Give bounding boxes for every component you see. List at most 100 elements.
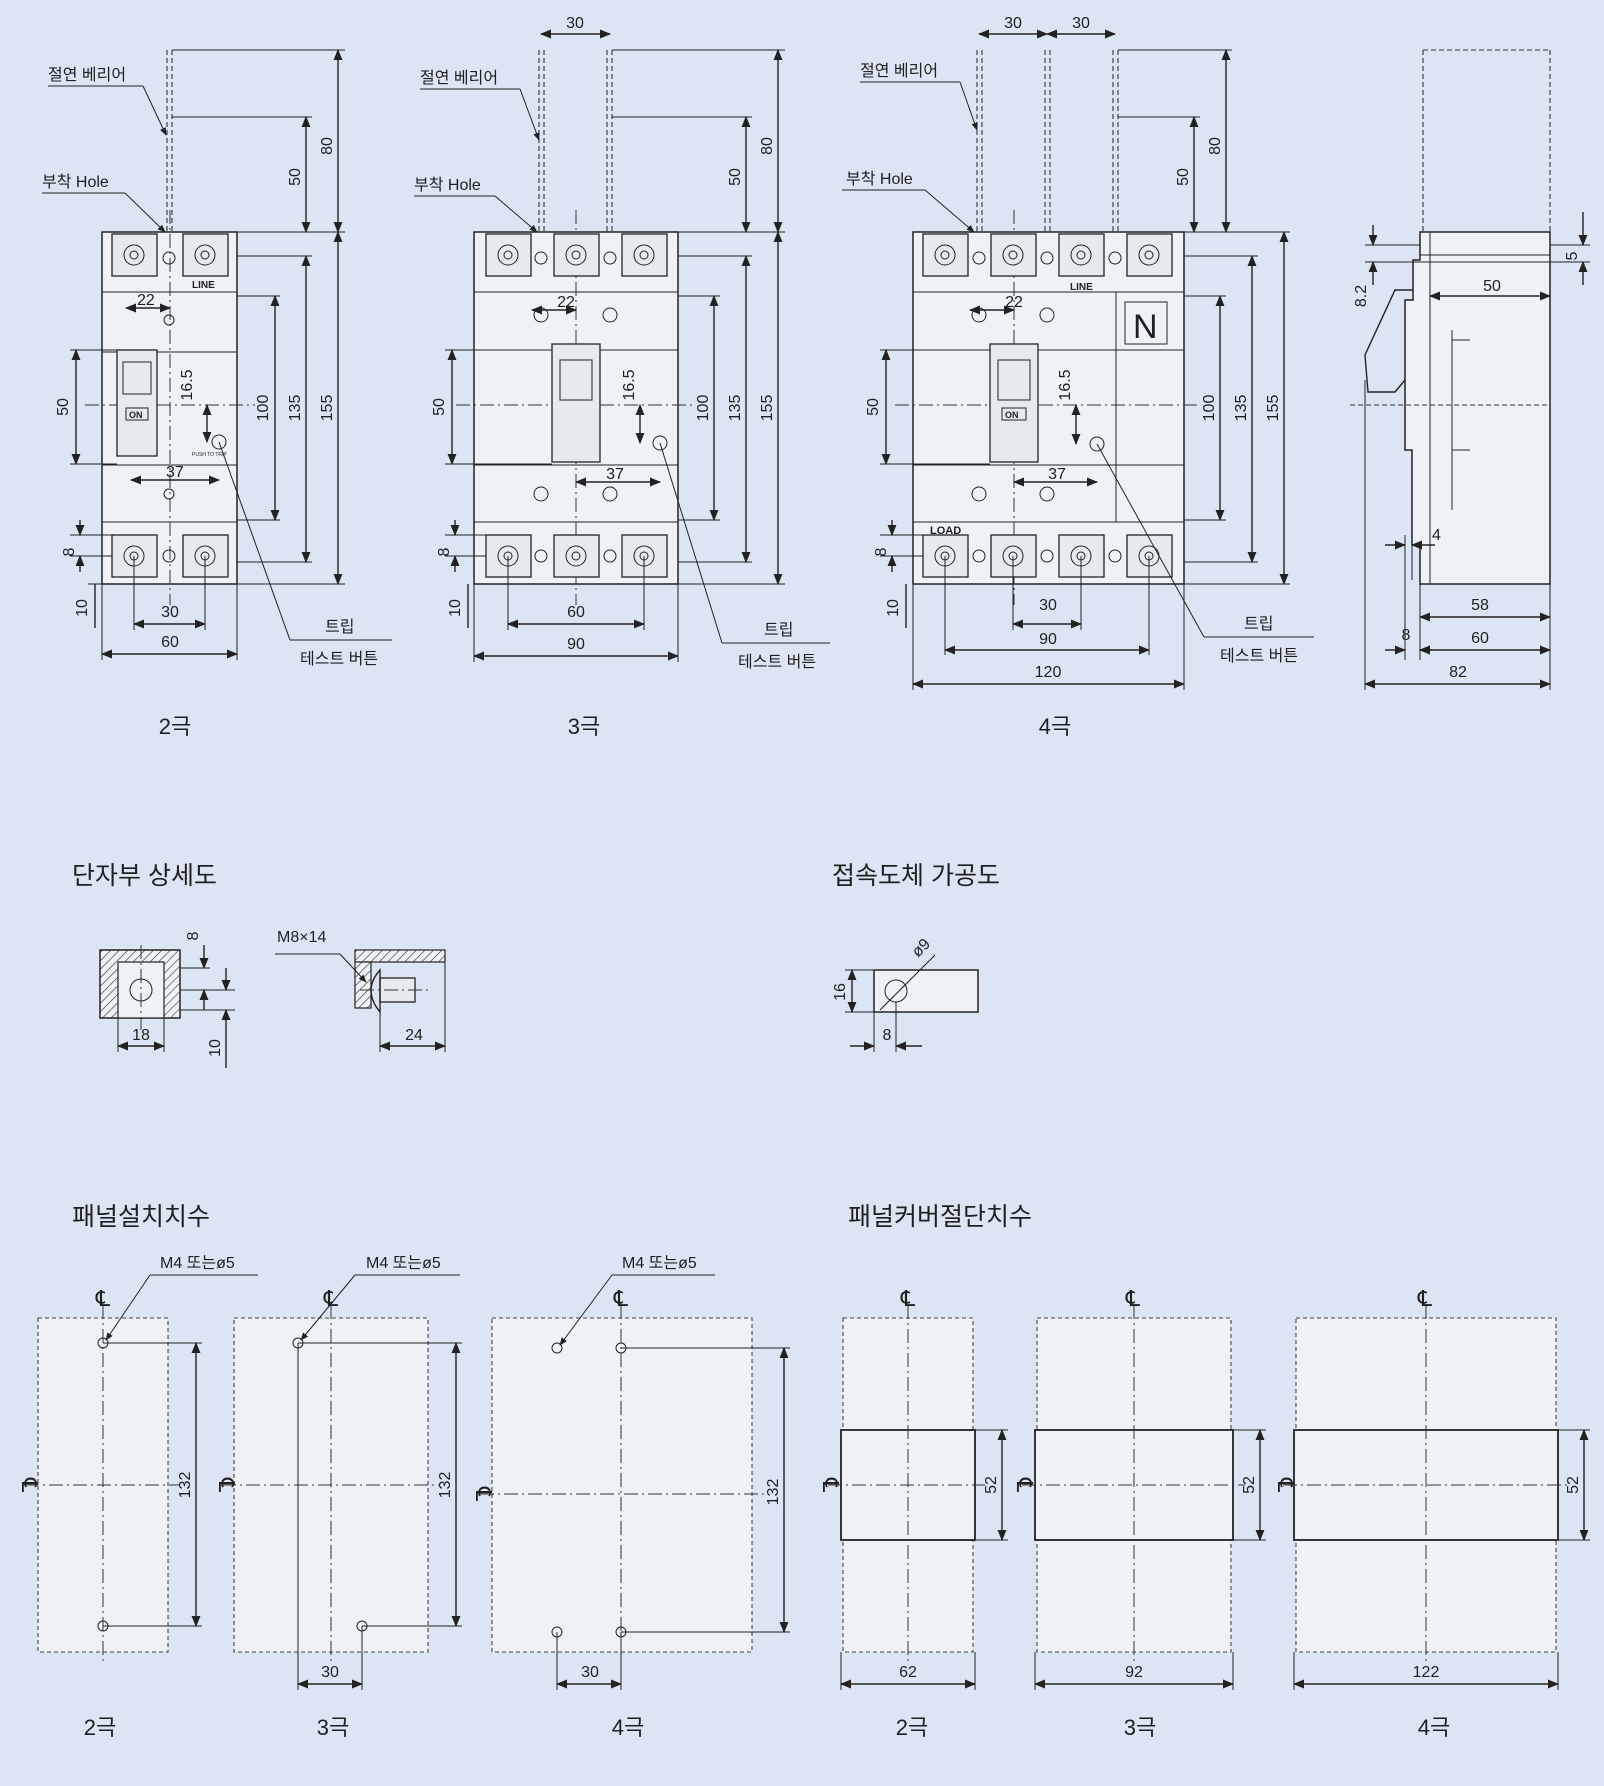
line-terminal-row (922, 233, 1173, 277)
n-label: N (1133, 308, 1158, 346)
centerline-symbol: ℄ (95, 1286, 111, 1311)
top-view-3-pole: 30 50 80 100 135 155 22 16.5 37 50 8 (414, 15, 830, 739)
barrier-label: 절연 베리어 (48, 66, 126, 84)
dim-80: 80 (319, 137, 336, 155)
breaker-side-body (1404, 231, 1551, 585)
centerline-symbol: ℄ (1273, 1477, 1298, 1493)
caption-3-pole: 3극 (568, 714, 600, 739)
trip-test-button[interactable] (652, 435, 668, 451)
breaker-body (912, 231, 1185, 585)
caption-4-pole: 4극 (1039, 714, 1071, 739)
centerline-symbol: ℄ (818, 1477, 843, 1493)
dim-24: 24 (405, 1027, 423, 1044)
centerline-symbol: ℄ (1417, 1286, 1433, 1311)
barrier-label: 절연 베리어 (420, 69, 498, 87)
dim-8: 8 (185, 931, 202, 940)
dim-135: 135 (727, 395, 744, 422)
panel-mount-title: 패널설치치수 (72, 1203, 210, 1231)
dim-30-top-b: 30 (1072, 15, 1090, 32)
side-view: 8.2 5 50 4 58 8 60 82 (1350, 49, 1590, 690)
dim-100: 100 (1201, 395, 1218, 422)
caption-2-pole: 2극 (159, 714, 191, 739)
dim-30: 30 (321, 1664, 339, 1681)
dim-60: 60 (567, 604, 585, 621)
dim-90: 90 (1039, 631, 1057, 648)
hole-label: 부착 Hole (846, 170, 913, 188)
dim-10: 10 (207, 1039, 224, 1057)
dim-135: 135 (287, 395, 304, 422)
centerline-symbol: ℄ (323, 1286, 339, 1311)
panel-cutout: 패널커버절단치수 52 62 ℄ ℄ 2극 52 92 ℄ ℄ 3극 (818, 1203, 1590, 1740)
dim-50-left: 50 (865, 398, 882, 416)
dim-22: 22 (137, 292, 155, 309)
caption-3-pole: 3극 (1124, 1715, 1156, 1740)
centerline-symbol: ℄ (900, 1286, 916, 1311)
dim-60: 60 (1471, 630, 1489, 647)
dim-120: 120 (1035, 664, 1062, 681)
dim-58: 58 (1471, 597, 1489, 614)
dim-8: 8 (1402, 627, 1411, 644)
dim-50: 50 (727, 168, 744, 186)
handle-frame (989, 343, 1039, 463)
dim-132: 132 (437, 1472, 454, 1499)
load-terminal-row (485, 534, 668, 578)
barrier-label: 절연 베리어 (860, 62, 938, 80)
trip-test-button[interactable] (211, 434, 227, 450)
dim-4: 4 (1432, 527, 1441, 544)
handle-frame (551, 343, 601, 463)
dim-50-left: 50 (431, 398, 448, 416)
dim-22: 22 (1005, 294, 1023, 311)
centerline-symbol: ℄ (17, 1477, 42, 1493)
dim-132: 132 (177, 1472, 194, 1499)
line-label: LINE (192, 280, 215, 291)
dim-37: 37 (1048, 466, 1066, 483)
dim-155: 155 (1265, 395, 1282, 422)
dim-5: 5 (1564, 251, 1581, 260)
caption-4-pole: 4극 (1418, 1715, 1450, 1740)
dim-37: 37 (166, 464, 184, 481)
dim-10: 10 (74, 599, 91, 617)
panel-mount: 패널설치치수 132 ℄ ℄ M4 또는ø5 2극 132 30 ℄ ℄ M4 … (17, 1203, 790, 1740)
caption-4-pole: 4극 (612, 1715, 644, 1740)
centerline-symbol: ℄ (214, 1477, 239, 1493)
dim-8: 8 (61, 547, 78, 556)
dim-22: 22 (557, 294, 575, 311)
dim-8: 8 (873, 547, 890, 556)
line-terminal-row (485, 233, 668, 277)
handle-frame (116, 349, 158, 457)
on-label: ON (1005, 410, 1019, 420)
dim-30: 30 (1039, 597, 1057, 614)
dim-8: 8 (436, 547, 453, 556)
dim-90: 90 (567, 636, 585, 653)
dim-30-top: 30 (566, 15, 584, 32)
hole-label: M4 또는ø5 (160, 1254, 235, 1272)
caption-2-pole: 2극 (896, 1715, 928, 1740)
dim-52: 52 (1565, 1476, 1582, 1494)
conductor-title: 접속도체 가공도 (832, 862, 1000, 890)
line-terminal-row (111, 233, 229, 277)
trip-test-button[interactable] (1089, 436, 1105, 452)
caption-3-pole: 3극 (317, 1715, 349, 1740)
dim-52: 52 (983, 1476, 1000, 1494)
dim-155: 155 (319, 395, 336, 422)
test-button-label: 테스트 버튼 (1220, 647, 1298, 665)
dim-10: 10 (885, 599, 902, 617)
dim-30: 30 (581, 1664, 599, 1681)
dim-122: 122 (1413, 1664, 1440, 1681)
trip-label: 트립 (764, 621, 793, 639)
hole-label: 부착 Hole (42, 173, 109, 191)
dim-30-top-a: 30 (1004, 15, 1022, 32)
load-label: LOAD (930, 525, 961, 537)
bolt-label: M8×14 (277, 929, 326, 946)
hole-label: M4 또는ø5 (366, 1254, 441, 1272)
hole-label: M4 또는ø5 (622, 1254, 697, 1272)
dim-80: 80 (1207, 137, 1224, 155)
dim-8-2: 8.2 (1353, 285, 1370, 307)
dim-30: 30 (161, 604, 179, 621)
dim-16: 16 (832, 983, 849, 1001)
test-button-label: 테스트 버튼 (300, 650, 378, 668)
dim-16-5: 16.5 (1057, 369, 1074, 400)
dim-37: 37 (606, 466, 624, 483)
panel-cutout-title: 패널커버절단치수 (848, 1203, 1032, 1231)
